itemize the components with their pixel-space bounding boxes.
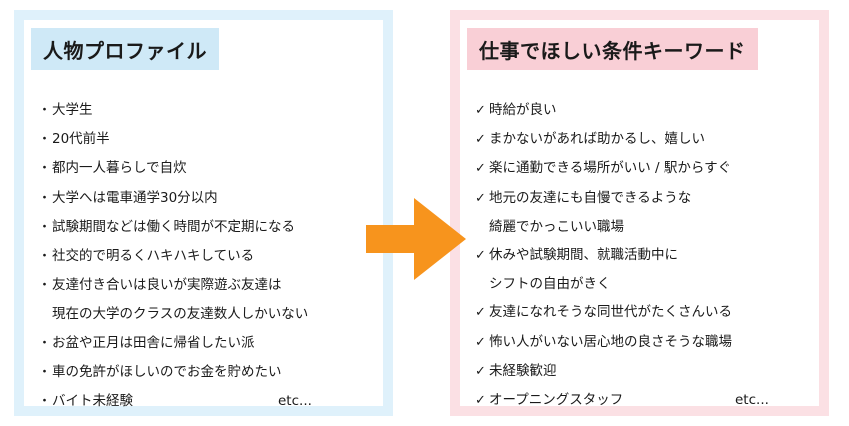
- check-icon: ✓: [475, 305, 486, 321]
- check-icon: ✓: [475, 393, 486, 409]
- keywords-list: ✓時給が良い ✓まかないがあれば助かるし、嬉しい ✓楽に通勤できる場所がいい /…: [475, 96, 825, 415]
- list-item: ✓未経験歓迎: [475, 357, 825, 386]
- bullet-icon: ・: [38, 132, 52, 148]
- list-item: ・友達付き合いは良いが実際遊ぶ友達は: [38, 271, 388, 300]
- list-item: ・都内一人暮らしで自炊: [38, 154, 388, 183]
- bullet-icon: ・: [38, 364, 52, 380]
- arrow-shape: [366, 198, 466, 280]
- list-item: ✓地元の友達にも自慢できるような: [475, 184, 825, 213]
- list-item: ・試験期間などは働く時間が不定期になる: [38, 213, 388, 242]
- check-icon: ✓: [475, 363, 486, 379]
- arrow-right-icon: [366, 198, 466, 280]
- list-item: ・大学へは電車通学30分以内: [38, 184, 388, 213]
- check-icon: ✓: [475, 132, 486, 148]
- check-icon: ✓: [475, 334, 486, 350]
- list-item: ・社交的で明るくハキハキしている: [38, 242, 388, 271]
- check-icon: ✓: [475, 103, 486, 118]
- bullet-icon: ・: [38, 190, 52, 206]
- list-item: ・お盆や正月は田舎に帰省したい派: [38, 329, 388, 358]
- list-item: ✓友達になれそうな同世代がたくさんいる: [475, 298, 825, 327]
- check-icon: ✓: [475, 190, 486, 206]
- list-item-continuation: シフトの自由がきく: [489, 276, 611, 293]
- list-item: ✓時給が良い: [475, 96, 825, 125]
- list-item: ・大学生: [38, 96, 388, 125]
- bullet-icon: ・: [38, 278, 52, 294]
- keywords-title: 仕事でほしい条件キーワード: [467, 28, 758, 70]
- bullet-icon: ・: [38, 161, 52, 177]
- etc-label: etc...: [278, 393, 312, 410]
- bullet-icon: ・: [38, 103, 52, 118]
- bullet-icon: ・: [38, 394, 52, 410]
- profile-title: 人物プロファイル: [31, 28, 219, 70]
- bullet-icon: ・: [38, 335, 52, 351]
- list-item-continuation: 綺麗でかっこいい職場: [489, 218, 624, 235]
- bullet-icon: ・: [38, 249, 52, 265]
- list-item: ✓怖い人がいない居心地の良さそうな職場: [475, 328, 825, 357]
- list-item: ・20代前半: [38, 125, 388, 154]
- check-icon: ✓: [475, 248, 486, 264]
- profile-list: ・大学生 ・20代前半 ・都内一人暮らしで自炊 ・大学へは電車通学30分以内 ・…: [38, 96, 388, 416]
- keywords-panel: [450, 10, 829, 416]
- etc-label: etc...: [735, 392, 769, 409]
- check-icon: ✓: [475, 161, 486, 177]
- list-item: ・車の免許がほしいのでお金を貯めたい: [38, 358, 388, 387]
- list-item: ✓休みや試験期間、就職活動中に: [475, 241, 825, 270]
- list-item: ✓まかないがあれば助かるし、嬉しい: [475, 125, 825, 154]
- profile-panel: [14, 10, 393, 416]
- bullet-icon: ・: [38, 219, 52, 235]
- list-item: ✓楽に通勤できる場所がいい / 駅からすぐ: [475, 154, 825, 183]
- list-item-continuation: 現在の大学のクラスの友達数人しかいない: [52, 306, 309, 323]
